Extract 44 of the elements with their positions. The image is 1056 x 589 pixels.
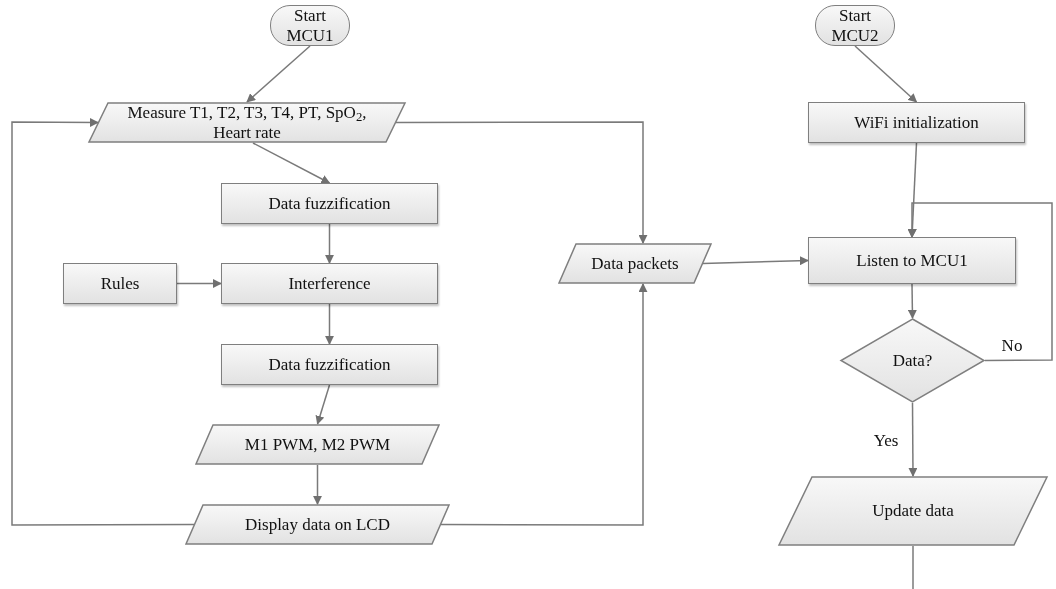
io-parallelogram	[778, 476, 1048, 546]
process-box	[221, 183, 438, 224]
arrow	[315, 384, 331, 425]
node-label: Update data	[871, 501, 955, 521]
node-label: Start MCU1	[285, 5, 335, 46]
process-box	[808, 102, 1025, 143]
node-label: Data packets	[590, 253, 680, 274]
io-parallelogram	[185, 504, 450, 545]
arrow	[395, 121, 648, 244]
io-parallelogram	[88, 102, 406, 143]
arrow	[907, 283, 917, 319]
arrow	[908, 402, 918, 477]
arrow	[11, 117, 195, 526]
process-box	[63, 263, 177, 304]
process-box	[221, 263, 438, 304]
arrow	[702, 256, 809, 266]
arrow	[246, 45, 311, 103]
arrow	[313, 464, 322, 505]
node-label: Display data on LCD	[244, 514, 391, 535]
io-parallelogram	[558, 243, 712, 284]
node-label: WiFi initialization	[853, 112, 980, 133]
node-label: Start MCU2	[830, 5, 880, 46]
node-label: Measure T1, T2, T3, T4, PT, SpO$_{2}$, Heart rate	[126, 102, 368, 143]
arrow	[440, 283, 648, 526]
node-label: Data?	[891, 350, 934, 371]
arrow	[252, 142, 331, 184]
node-label: Data fuzzification	[267, 193, 392, 214]
arrow	[907, 202, 1053, 362]
node-label: Listen to MCU1	[855, 250, 969, 271]
io-parallelogram	[195, 424, 440, 465]
node-label: Data fuzzification	[267, 354, 392, 375]
terminal-shape	[270, 5, 350, 46]
process-box	[808, 237, 1016, 284]
process-box	[221, 344, 438, 385]
arrow	[854, 45, 918, 103]
flow-line	[912, 545, 914, 589]
decision-diamond	[840, 318, 985, 403]
arrow	[325, 223, 334, 264]
node-label: Rules	[99, 273, 141, 294]
arrow	[325, 303, 334, 345]
node-label: M1 PWM, M2 PWM	[243, 434, 392, 455]
arrow	[176, 279, 222, 288]
node-label: Interference	[287, 273, 372, 294]
terminal-shape	[815, 5, 895, 46]
